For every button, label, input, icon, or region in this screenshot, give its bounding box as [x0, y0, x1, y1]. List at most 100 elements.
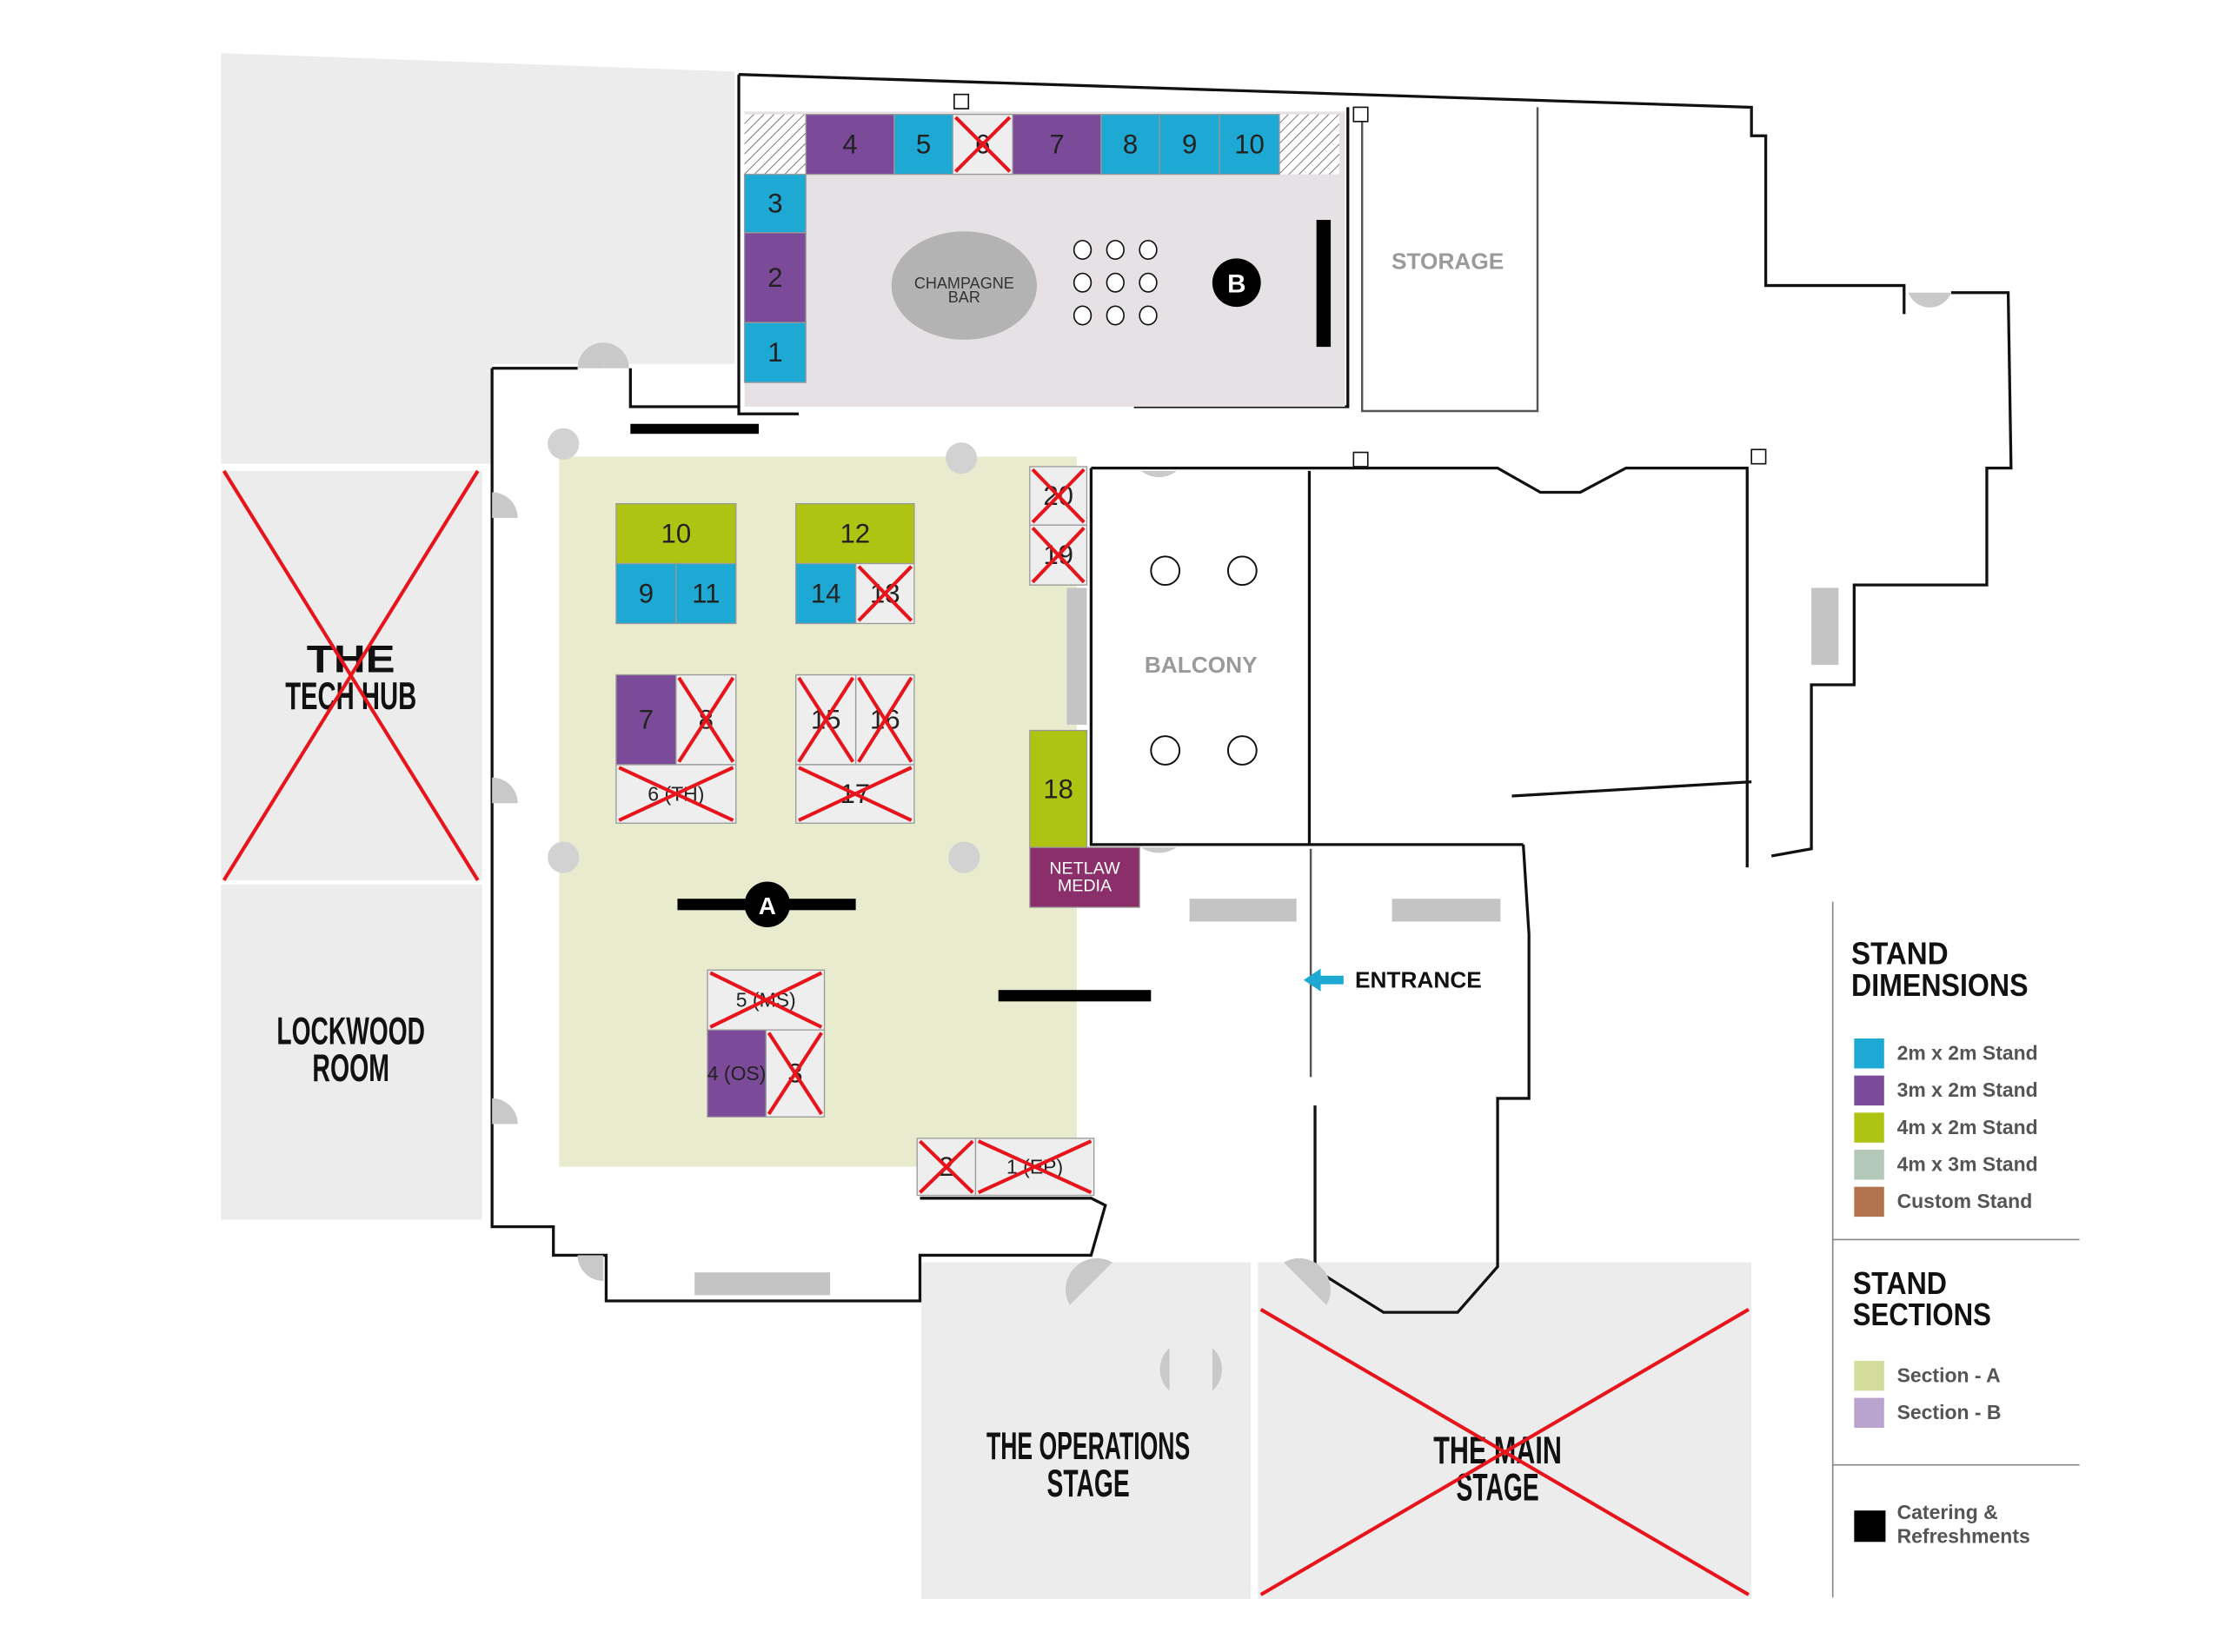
stand-a-3[interactable]: 3 — [765, 1029, 826, 1118]
stand-b-7[interactable]: 7 — [1012, 113, 1102, 176]
stand-a-19[interactable]: 19 — [1029, 524, 1088, 586]
stand-label: 10 — [1234, 129, 1265, 160]
stand-a-1-ep[interactable]: 1 (EP) — [974, 1138, 1095, 1197]
section-a-marker — [744, 881, 791, 928]
unavailable-cross-icon — [954, 116, 1012, 173]
stand-label: 4 (OS) — [707, 1062, 767, 1085]
stand-box — [615, 502, 737, 565]
stand-a-8[interactable]: 8 — [675, 673, 737, 766]
stand-label: 12 — [840, 519, 870, 549]
legend-dimensions-title: DIMENSIONS — [1851, 967, 2028, 1003]
stand-b-8[interactable]: 8 — [1100, 113, 1160, 176]
stand-a-17[interactable]: 17 — [795, 764, 915, 824]
stand-a-13[interactable]: 13 — [854, 562, 915, 625]
stand-b-9[interactable]: 9 — [1159, 113, 1220, 176]
stand-box — [615, 562, 677, 625]
stand-box — [675, 562, 737, 625]
legend-sections-title: SECTIONS — [1853, 1297, 1991, 1332]
stand-label: 3 — [767, 189, 782, 219]
lockwood-label: LOCKWOOD — [276, 1011, 425, 1053]
lockwood-room[interactable] — [221, 884, 482, 1220]
unavailable-cross-icon — [797, 676, 855, 763]
grey-panel — [1811, 587, 1839, 666]
grey-panel — [1066, 587, 1087, 725]
stand-a-14[interactable]: 14 — [795, 562, 857, 625]
section-b-marker-label: B — [1227, 269, 1245, 298]
unavailable-cross-icon — [709, 971, 823, 1029]
legend-dimension-label: 4m x 3m Stand — [1897, 1152, 2038, 1175]
stand-box — [1029, 846, 1140, 908]
balcony-tables — [1150, 555, 1258, 766]
stand-a-20[interactable]: 20 — [1029, 466, 1088, 526]
stand-label: 1 — [767, 337, 782, 368]
grey-panel — [1391, 899, 1501, 922]
stand-a-16[interactable]: 16 — [854, 673, 915, 766]
stand-a-6-th[interactable]: 6 (TH) — [615, 764, 737, 824]
stand-b-1[interactable]: 1 — [743, 322, 807, 383]
stand-label: 11 — [692, 579, 720, 609]
legend-section-label: Section - B — [1897, 1401, 2002, 1423]
stand-a-11[interactable]: 11 — [675, 562, 737, 625]
legend-sections-title: STAND — [1853, 1265, 1947, 1301]
stand-a-18[interactable]: 18 — [1029, 729, 1088, 848]
stand-b-10[interactable]: 10 — [1219, 113, 1280, 176]
unavailable-cross-icon — [798, 766, 913, 822]
legend-dimensions-title: STAND — [1851, 936, 1949, 972]
stand-box — [615, 673, 677, 766]
stand-box — [1219, 113, 1280, 176]
legend-dimension-label: 3m x 2m Stand — [1897, 1078, 2038, 1101]
section-b-marker — [1212, 258, 1261, 308]
hatched-area — [744, 114, 807, 175]
stand-a-5-ms[interactable]: 5 (MS) — [707, 969, 826, 1031]
tech-hub-label: TECH HUB — [285, 675, 416, 718]
legend-dimension-swatch — [1854, 1150, 1884, 1180]
unavailable-cross-icon — [767, 1032, 823, 1116]
legend-catering-label: Refreshments — [1897, 1525, 2030, 1548]
stand-a-7[interactable]: 7 — [615, 673, 677, 766]
stand-b-2[interactable]: 2 — [743, 232, 807, 323]
legend-dimension-swatch — [1854, 1038, 1884, 1069]
stand-a-12[interactable]: 12 — [795, 502, 915, 565]
main-stage-label: THE MAIN — [1433, 1430, 1562, 1472]
pillars — [548, 428, 980, 873]
catering-bar — [998, 990, 1152, 1002]
champagne-bar-label: BAR — [948, 289, 980, 306]
stand-a-15[interactable]: 15 — [795, 673, 857, 766]
stand-b-4[interactable]: 4 — [805, 113, 895, 176]
stand-b-3[interactable]: 3 — [743, 173, 807, 234]
stand-b-6[interactable]: 6 — [952, 113, 1013, 176]
stand-label: 10 — [661, 519, 692, 549]
legend-dimension-swatch — [1854, 1186, 1884, 1217]
storage-label: STORAGE — [1391, 249, 1504, 275]
champagne-bar — [891, 231, 1038, 340]
stand-label: MEDIA — [1058, 876, 1112, 895]
entrance-label: ENTRANCE — [1355, 967, 1482, 993]
stand-box — [893, 113, 953, 176]
stand-b-5[interactable]: 5 — [893, 113, 953, 176]
operations-stage-room[interactable] — [921, 1262, 1252, 1599]
stand-a-2[interactable]: 2 — [916, 1138, 977, 1197]
doors — [492, 292, 1951, 1391]
legend-swatch-catering — [1854, 1510, 1886, 1543]
stand-label: 7 — [1049, 129, 1064, 160]
stand-label: 9 — [639, 579, 654, 609]
legend-dimension-label: 4m x 2m Stand — [1897, 1116, 2038, 1138]
operations-stage-label: STAGE — [1047, 1463, 1130, 1505]
legend-section-swatch — [1854, 1397, 1884, 1429]
unavailable-cross-icon — [977, 1139, 1093, 1195]
unavailable-cross-icon — [677, 676, 735, 763]
main-stage-room[interactable] — [1258, 1262, 1752, 1599]
main-stage-unavailable-cross-icon — [1259, 1308, 1750, 1596]
stand-box — [805, 113, 895, 176]
stand-a-10[interactable]: 10 — [615, 502, 737, 565]
stand-a-9[interactable]: 9 — [615, 562, 677, 625]
stand-a-4-os[interactable]: 4 (OS) — [707, 1029, 767, 1118]
stand-box — [795, 502, 915, 565]
stand-box — [743, 173, 807, 234]
pillar — [1352, 106, 1369, 123]
entrance-arrow-icon — [1303, 968, 1344, 992]
outer-area — [221, 53, 735, 464]
